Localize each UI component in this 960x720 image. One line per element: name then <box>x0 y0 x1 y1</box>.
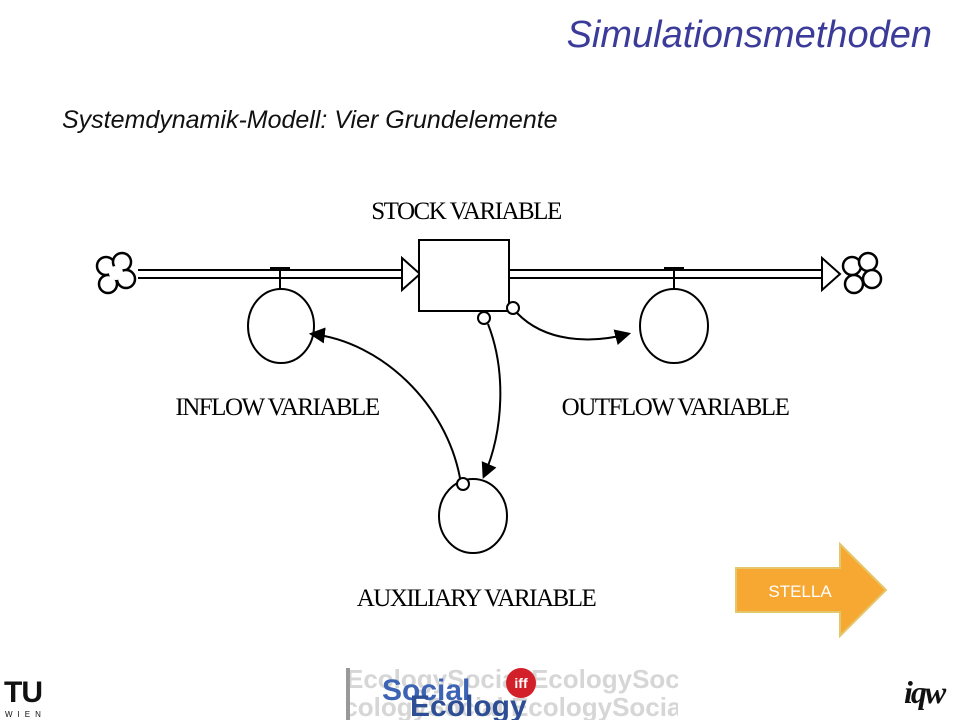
iff-badge: iff <box>506 668 536 698</box>
inflow-converter-circle <box>247 288 315 364</box>
slide-subtitle: Systemdynamik-Modell: Vier Grundelemente <box>62 106 558 134</box>
stock-variable-label: STOCK VARIABLE <box>371 198 562 225</box>
stella-button-label: STELLA <box>768 582 832 601</box>
stella-button[interactable]: STELLA <box>734 542 888 638</box>
slide-title: Simulationsmethoden <box>566 14 932 56</box>
valve-icon <box>270 267 290 290</box>
cloud-sink-icon <box>841 251 883 295</box>
logo-background-text: EcologySocial EcologySocial <box>346 692 678 720</box>
connector-arrow-icon <box>308 327 470 491</box>
inflow-pipe <box>138 255 422 293</box>
logo-divider <box>346 668 350 720</box>
outflow-variable-label: OUTFLOW VARIABLE <box>562 394 790 421</box>
stock-box-icon <box>418 239 510 312</box>
tu-logo-subtitle: WIEN <box>5 710 46 719</box>
logo-word-social: Social <box>382 674 471 707</box>
connector-arrow-icon <box>477 311 502 479</box>
cloud-source-icon <box>95 251 137 295</box>
tu-wien-logo: TU WIEN <box>0 676 60 720</box>
iqw-logo: iqw <box>904 674 946 710</box>
inflow-variable-label: INFLOW VARIABLE <box>175 394 379 421</box>
connector-arrow-icon <box>506 301 632 345</box>
auxiliary-converter-circle <box>438 478 508 554</box>
outflow-pipe <box>510 255 842 293</box>
tu-logo-letters: TU <box>4 676 43 709</box>
auxiliary-variable-label: AUXILIARY VARIABLE <box>357 585 597 612</box>
outflow-converter-circle <box>639 288 709 364</box>
valve-icon <box>664 267 684 290</box>
logo-word-ecology: Ecology <box>410 690 527 720</box>
social-ecology-logo: EcologySocial EcologySocial EcologySocia… <box>346 668 678 720</box>
